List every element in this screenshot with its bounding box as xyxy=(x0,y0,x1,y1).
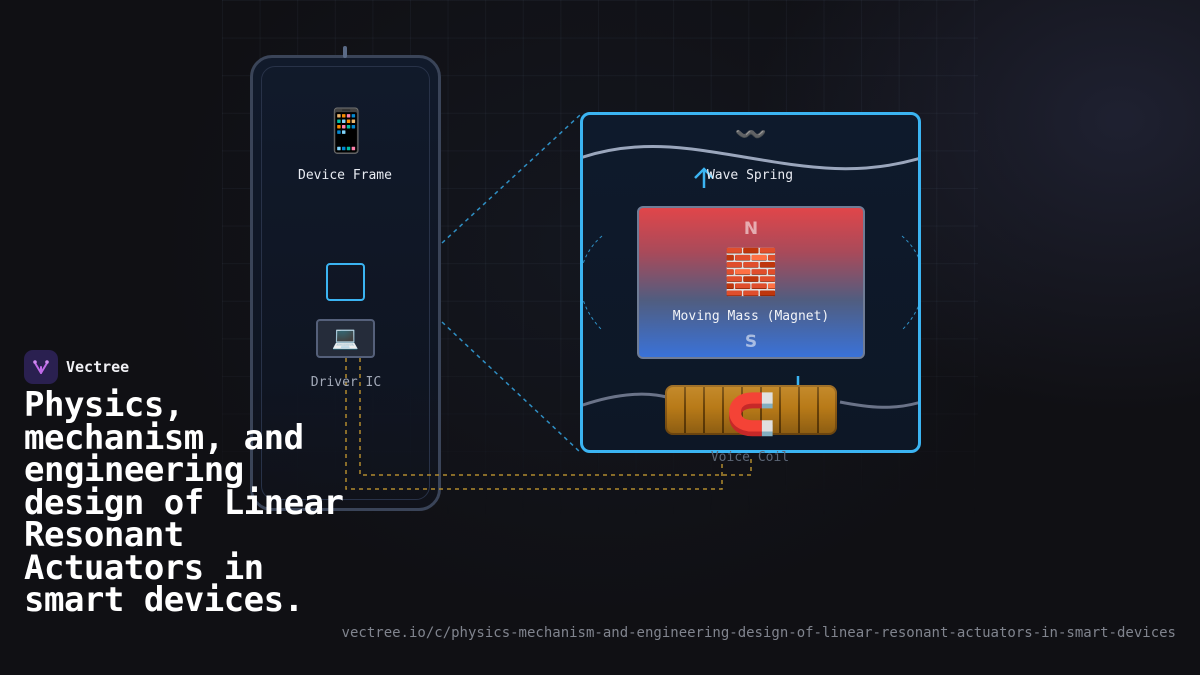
driver-ic-label: Driver IC xyxy=(310,375,382,390)
voice-coil-label: Voice Coil xyxy=(710,450,790,465)
page-url[interactable]: vectree.io/c/physics-mechanism-and-engin… xyxy=(341,625,1176,641)
vectree-logo-icon xyxy=(24,350,58,384)
pole-north-label: N xyxy=(743,219,759,239)
spring-arrow-head xyxy=(694,167,714,179)
moving-mass-magnet xyxy=(637,206,865,359)
field-arc-right xyxy=(901,235,918,331)
zoom-line-bottom xyxy=(441,321,581,453)
magnet-icon: 🧲 xyxy=(726,392,776,438)
device-frame-outline xyxy=(250,55,441,511)
device-frame-antenna xyxy=(343,46,347,58)
mobile-phone-icon: 📱 xyxy=(320,106,373,155)
voice-coil xyxy=(665,385,837,435)
lra-module-square xyxy=(326,263,365,301)
coil-lead-left xyxy=(583,392,671,407)
page-title: Physics, mechanism, and engineering desi… xyxy=(24,385,344,620)
field-arc-left xyxy=(583,235,603,331)
signal-wire-outer xyxy=(345,358,723,490)
wave-spring-line xyxy=(583,144,918,171)
pole-south-label: S xyxy=(744,332,758,352)
wavy-dash-icon: 〰️ xyxy=(734,120,768,150)
wave-spring-label: Wave Spring xyxy=(706,168,794,183)
signal-wire-inner xyxy=(359,358,752,476)
brick-icon: 🧱 xyxy=(723,247,779,298)
brand-name: Vectree xyxy=(66,358,130,376)
device-frame-label: Device Frame xyxy=(298,168,392,183)
coil-lead-right xyxy=(839,400,918,409)
voice-coil-shading xyxy=(665,385,837,435)
brand[interactable]: Vectree xyxy=(24,350,129,384)
driver-ic-box: 💻 xyxy=(316,319,375,358)
device-frame-screen xyxy=(261,66,430,500)
zoom-line-top xyxy=(441,114,581,244)
lra-internal-lines xyxy=(583,144,918,409)
laptop-icon: 💻 xyxy=(331,326,360,351)
moving-mass-label: Moving Mass (Magnet) xyxy=(672,309,830,324)
